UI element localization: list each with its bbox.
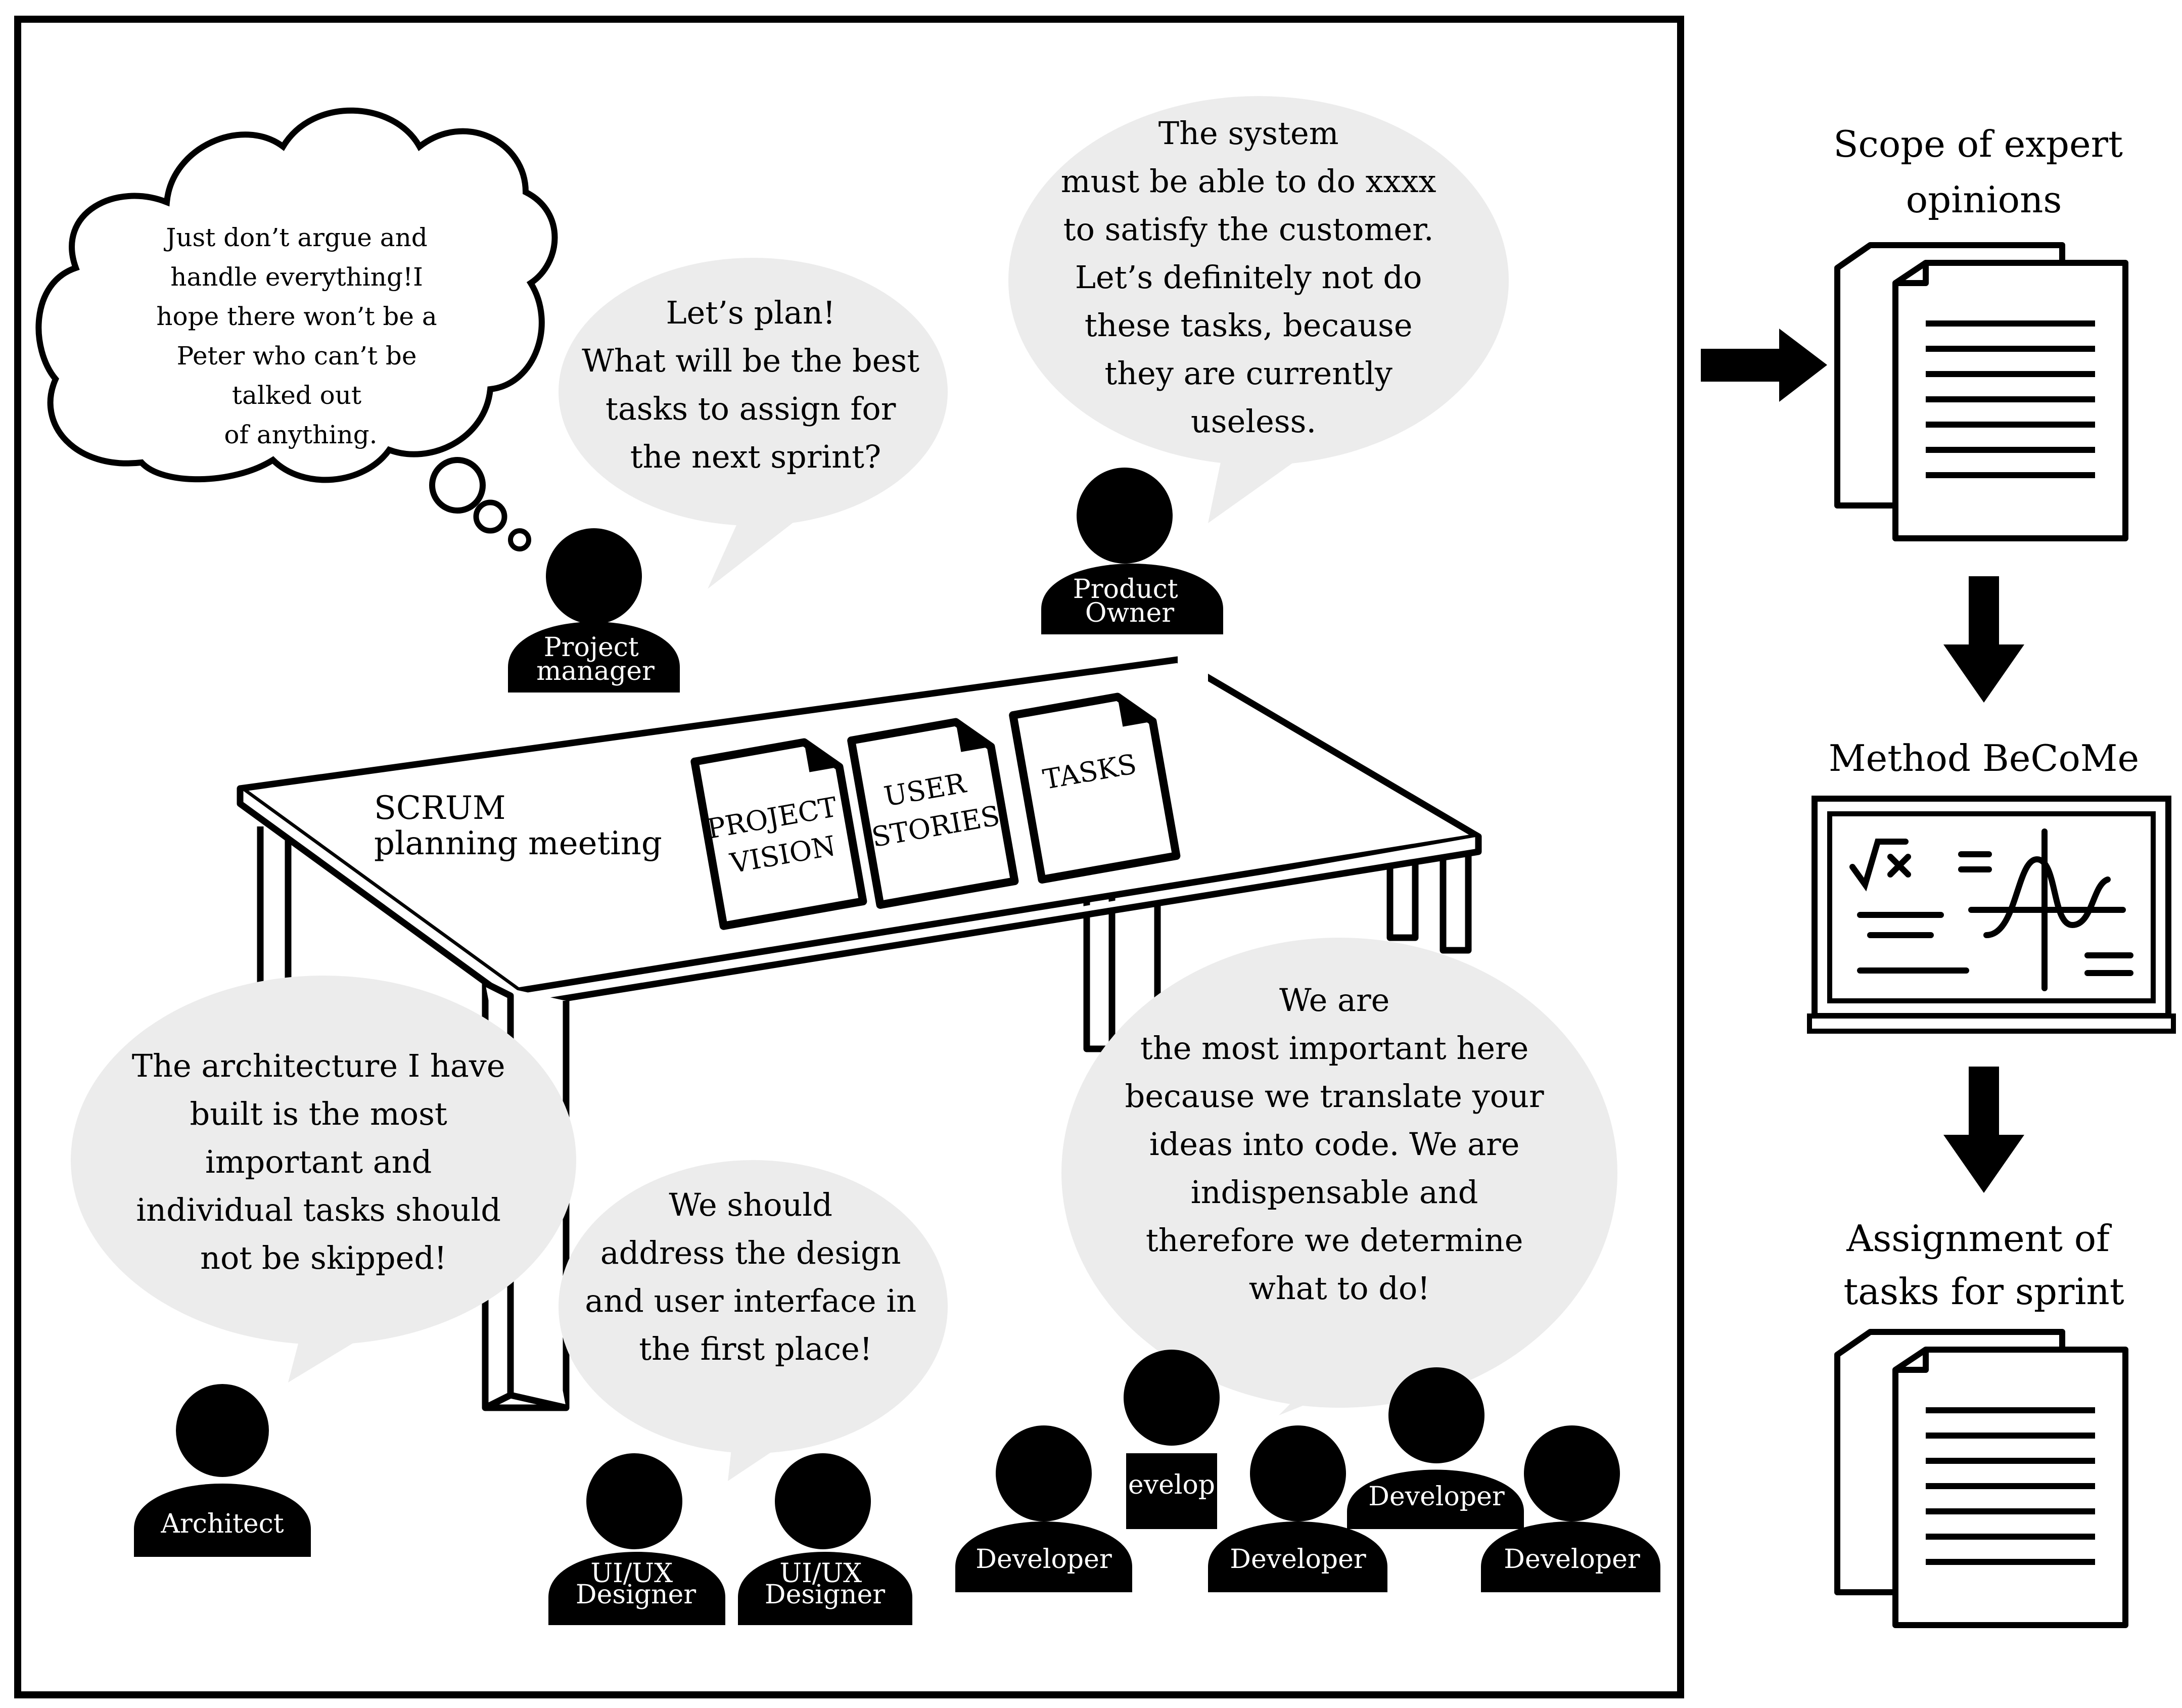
developer-speech-bubble: We are the most important here because w… <box>1061 938 1617 1415</box>
document-icon <box>1834 242 2128 541</box>
person-icon <box>1077 468 1173 564</box>
pm-thought-bubble: Just don’t argue and handle everything!I… <box>35 107 558 551</box>
architect-label: Architect <box>160 1509 284 1539</box>
doc-tasks: TASKS <box>1009 693 1181 884</box>
person-icon <box>1124 1350 1220 1446</box>
developer-figure-2: Developer <box>1208 1425 1387 1592</box>
person-icon <box>1524 1425 1620 1521</box>
person-icon <box>996 1425 1092 1521</box>
arrow-icon <box>1701 329 1827 402</box>
step2-label: Method BeCoMe <box>1829 737 2139 779</box>
architect-figure: Architect <box>134 1384 311 1557</box>
arrow-icon <box>1943 576 2024 703</box>
step1-label: Scope of expert opinions <box>1833 123 2134 221</box>
pm-speech-text: Let’s plan! What will be the best tasks … <box>582 294 930 475</box>
developer-figure-back: evelop <box>1124 1350 1220 1529</box>
project-manager-label: Project manager <box>536 632 655 686</box>
planning-table <box>237 656 1482 1411</box>
person-icon <box>1250 1425 1346 1521</box>
product-owner-figure: Product Owner <box>1041 468 1223 634</box>
architect-speech-bubble: The architecture I have built is the mos… <box>71 976 576 1382</box>
product-owner-label: Product Owner <box>1073 574 1186 628</box>
step3-label: Assignment of tasks for sprint <box>1843 1217 2124 1313</box>
doc-project-vision: PROJECT VISION <box>690 738 867 930</box>
developer-partial-label: evelop <box>1128 1470 1215 1500</box>
pm-speech-bubble: Let’s plan! What will be the best tasks … <box>559 258 948 589</box>
person-icon <box>176 1384 269 1477</box>
developer-figure-4: Developer <box>1347 1367 1524 1529</box>
designer-label-2: UI/UX Designer <box>765 1558 885 1610</box>
pm-thought-text: Just don’t argue and handle everything!I… <box>156 223 445 449</box>
project-manager-figure: Project manager <box>508 528 680 693</box>
person-icon <box>1388 1367 1484 1463</box>
developer-figure-3: Developer <box>1481 1425 1660 1592</box>
person-icon <box>586 1453 682 1549</box>
designer-speech-text: We should address the design and user in… <box>585 1186 926 1367</box>
doc-user-stories: USER STORIES <box>847 718 1019 909</box>
developer-figure-1: Developer <box>955 1425 1132 1592</box>
arrow-icon <box>1943 1067 2024 1193</box>
developer-label-1: Developer <box>976 1544 1112 1575</box>
designer-label-1: UI/UX Designer <box>576 1558 696 1610</box>
developer-label-3: Developer <box>1504 1544 1640 1575</box>
person-icon <box>775 1453 871 1549</box>
designer-speech-bubble: We should address the design and user in… <box>559 1160 948 1481</box>
main-frame <box>14 16 1684 1698</box>
person-icon <box>546 528 642 624</box>
blackboard-icon <box>1807 796 2176 1034</box>
developer-label-2: Developer <box>1230 1544 1366 1575</box>
table-label: SCRUM planning meeting <box>374 790 662 862</box>
po-speech-bubble: The system must be able to do xxxx to sa… <box>1008 96 1509 523</box>
developer-label-4: Developer <box>1368 1482 1505 1512</box>
designer-figure-2: UI/UX Designer <box>738 1453 912 1625</box>
po-speech-text: The system must be able to do xxxx to sa… <box>1061 115 1446 440</box>
developer-speech-text: We are the most important here because w… <box>1125 982 1554 1307</box>
architect-speech-text: The architecture I have built is the mos… <box>132 1047 516 1276</box>
document-icon <box>1834 1329 2128 1628</box>
designer-figure-1: UI/UX Designer <box>548 1453 725 1625</box>
